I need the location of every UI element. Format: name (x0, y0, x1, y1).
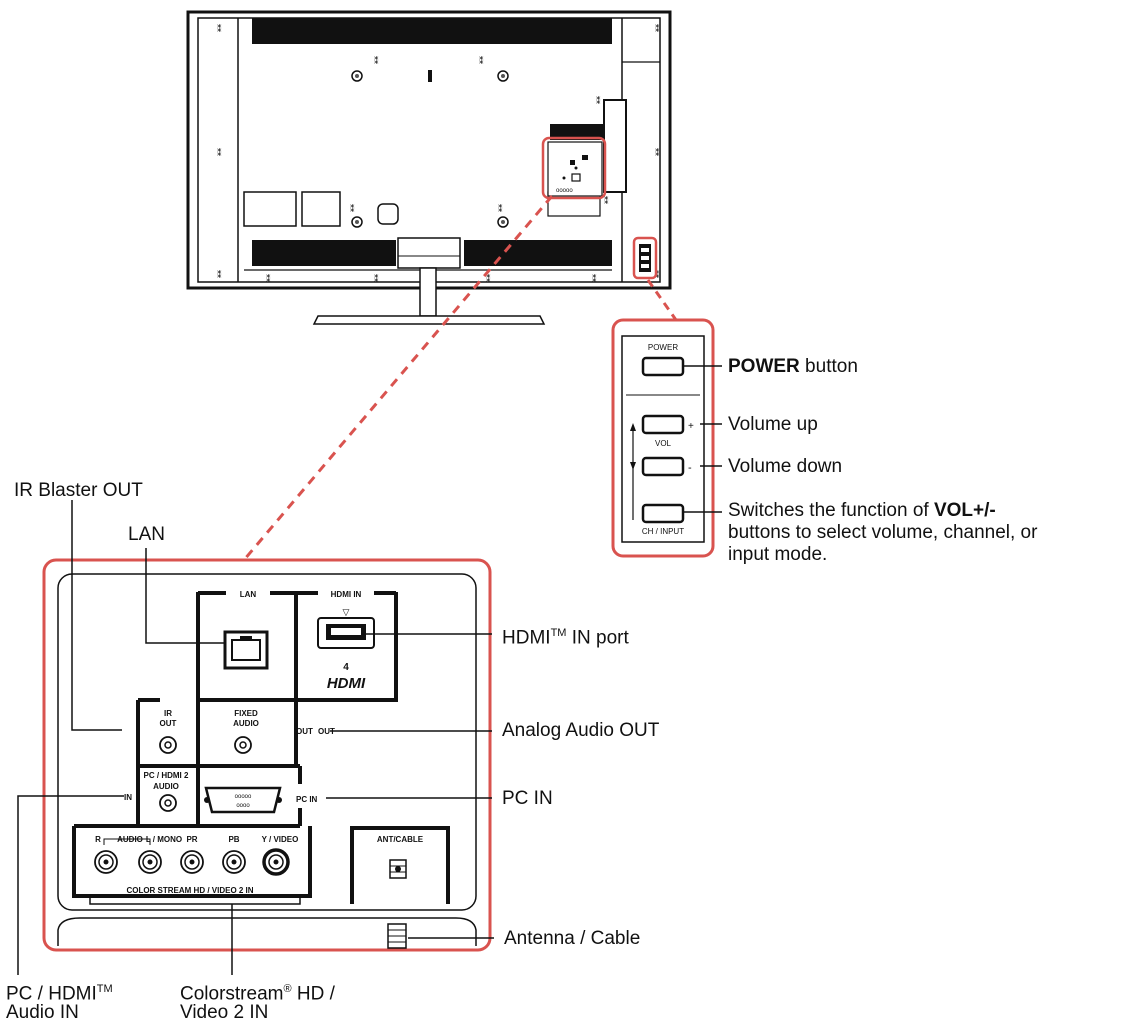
color-stream-panel-label: COLOR STREAM HD / VIDEO 2 IN (126, 886, 253, 895)
svg-text:⁑: ⁑ (604, 195, 609, 206)
stand-base (312, 315, 546, 325)
pc-in-vga-port[interactable] (204, 786, 282, 814)
l-mono-label: L / MONO (146, 835, 182, 844)
pc-hdmi-callout-pre: PC / HDMI (6, 983, 97, 1005)
lan-panel-label: LAN (240, 590, 257, 599)
switch-callout-pre: Switches the function of (728, 500, 934, 521)
ch-input-button[interactable] (641, 503, 685, 524)
switch-callout-bold: VOL+/- (933, 500, 996, 521)
pc-hdmi2-audio-label-2: AUDIO (153, 782, 179, 791)
svg-text:⁑: ⁑ (217, 147, 222, 158)
switch-callout-line3: input mode. (728, 544, 828, 565)
analog-audio-callout: Analog Audio OUT (502, 720, 660, 741)
ir-out-label-1: IR (164, 709, 172, 718)
volume-down-callout: Volume down (728, 456, 843, 477)
bottom-vent-right (464, 240, 612, 266)
svg-text:⁑: ⁑ (217, 23, 222, 34)
ir-out-label-2: OUT (160, 719, 177, 728)
hdmi-port-callout: HDMITM IN port (502, 622, 629, 649)
out-label-a: OUT (296, 727, 313, 736)
in-label: IN (124, 793, 132, 802)
svg-text:⁑: ⁑ (655, 147, 660, 158)
leader-lines (17, 500, 494, 975)
stand-neck (419, 267, 437, 317)
power-button[interactable] (641, 356, 685, 377)
svg-text:⁑: ⁑ (479, 55, 484, 66)
stand-bracket (397, 237, 461, 269)
y-video-label: Y / VIDEO (262, 835, 299, 844)
antenna-threaded-connector[interactable] (387, 923, 407, 949)
svg-text:⁑: ⁑ (596, 95, 601, 106)
svg-text:⁑: ⁑ (655, 269, 660, 280)
power-panel-label: POWER (648, 343, 678, 352)
switch-callout-line2: buttons to select volume, channel, or (728, 522, 1038, 543)
ant-cable-connector[interactable] (389, 859, 407, 879)
hdmi-logo: HDMI (327, 675, 366, 692)
ch-input-panel-label: CH / INPUT (642, 527, 684, 536)
tv-back: ⁑ ⁑ ⁑ ⁑ ⁑ ⁑ ⁑ ⁑ ⁑ ⁑ ⁑ ⁑ ⁑ ⁑ ⁑ ⁑ ooooo (186, 10, 672, 325)
power-callout-bold: POWER (728, 356, 800, 377)
svg-text:⁑: ⁑ (655, 23, 660, 34)
component-jacks (94, 848, 290, 876)
svg-text:⁑: ⁑ (374, 55, 379, 66)
pc-hdmi-audio-callout-line2: Audio IN (6, 1002, 79, 1023)
svg-text:▽: ▽ (343, 607, 350, 617)
hdmi-port-callout-post: IN port (566, 627, 629, 649)
tv-buttons-highlight (632, 236, 658, 280)
top-vent (252, 18, 612, 44)
fixed-audio-label-2: AUDIO (233, 719, 259, 728)
fixed-audio-label-1: FIXED (234, 709, 258, 718)
svg-text:ooooo: ooooo (556, 188, 573, 194)
pc-hdmi-audio-callout-line1: PC / HDMITM (6, 978, 113, 1005)
svg-text:⁑: ⁑ (498, 203, 503, 214)
r-label: R (95, 835, 101, 844)
pc-hdmi2-audio-label-1: PC / HDMI 2 (144, 771, 189, 780)
lan-callout: LAN (128, 524, 165, 545)
jack-panel: LAN HDMI IN ▽ 4 HDMI IR OUT FIXED AUDIO … (42, 558, 492, 952)
minus-sign: - (688, 462, 692, 474)
volume-down-button[interactable] (641, 456, 685, 477)
hdmi-box (294, 592, 398, 702)
hdmi-number: 4 (343, 662, 349, 673)
pc-in-panel-label: PC IN (296, 795, 318, 804)
out-label-b: OUT (318, 727, 335, 736)
colorstream-callout-line1: Colorstream® HD / (180, 978, 335, 1005)
plus-sign: + (688, 421, 694, 432)
colorstream-callout-post: HD / (291, 983, 335, 1005)
power-callout-rest: button (799, 356, 858, 377)
pc-in-callout: PC IN (502, 788, 553, 809)
tv-jack-highlight (541, 136, 607, 200)
svg-text:⁑: ⁑ (350, 203, 355, 214)
power-callout: POWER button (728, 356, 858, 378)
svg-text:⁑: ⁑ (374, 273, 379, 284)
hdmi-port-callout-tm: TM (550, 627, 567, 639)
svg-text:⁑: ⁑ (266, 273, 271, 284)
colorstream-callout-reg: ® (283, 983, 292, 995)
volume-up-button[interactable] (641, 414, 685, 435)
volume-up-callout: Volume up (728, 414, 818, 435)
vol-panel-label: VOL (655, 439, 672, 448)
colorstream-callout-line2: Video 2 IN (180, 1002, 269, 1023)
switch-callout-line1: Switches the function of VOL+/- (728, 500, 996, 522)
svg-text:⁑: ⁑ (486, 273, 491, 284)
colorstream-callout-pre: Colorstream (180, 983, 284, 1005)
svg-text:ooooo: ooooo (235, 794, 252, 800)
ant-cable-panel-label: ANT/CABLE (377, 835, 424, 844)
hdmi-in-panel-label: HDMI IN (331, 590, 362, 599)
ir-blaster-callout: IR Blaster OUT (14, 480, 143, 501)
pb-label: PB (228, 835, 239, 844)
pr-label: PR (186, 835, 197, 844)
hdmi-port-callout-pre: HDMI (502, 627, 551, 649)
antenna-callout: Antenna / Cable (504, 928, 641, 949)
svg-text:⁑: ⁑ (592, 273, 597, 284)
svg-text:oooo: oooo (236, 803, 250, 809)
control-panel: POWER + VOL - CH / INPUT (611, 318, 722, 558)
svg-text:⁑: ⁑ (217, 269, 222, 280)
pc-hdmi-callout-tm: TM (96, 983, 113, 995)
bottom-vent-left (252, 240, 396, 266)
